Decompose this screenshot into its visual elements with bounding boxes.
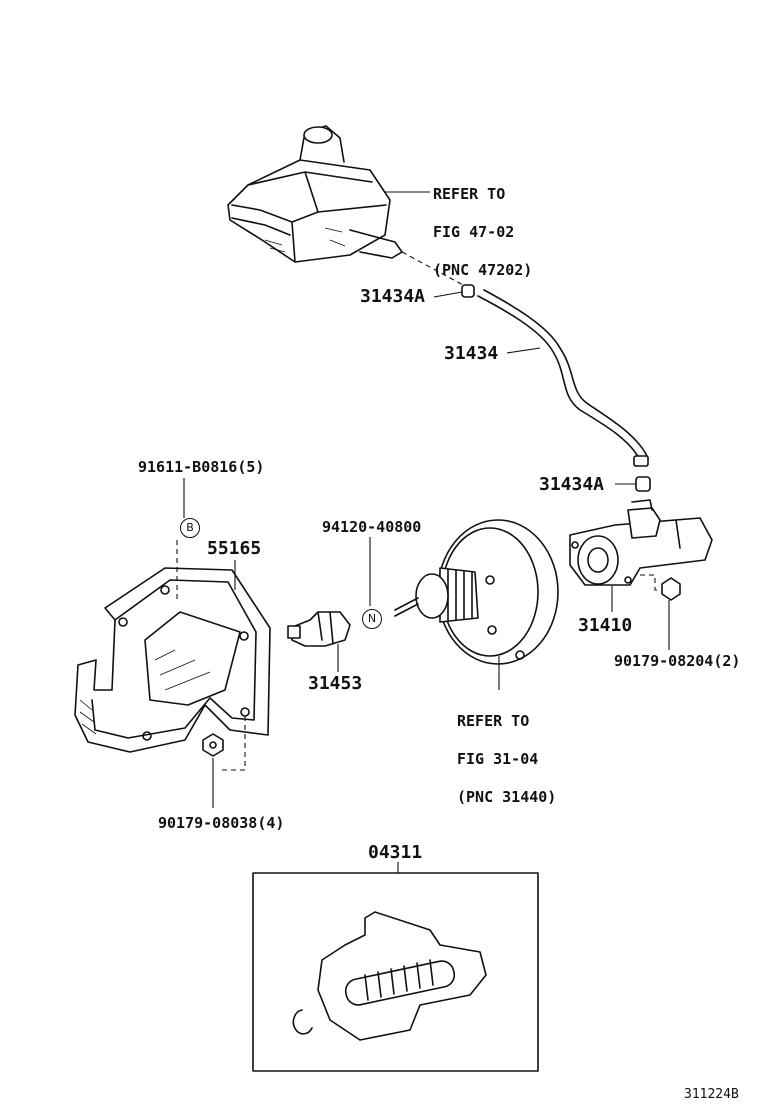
reservoir-tank[interactable] xyxy=(227,125,403,263)
hose-label[interactable]: 31434 xyxy=(444,343,499,364)
clamp-lower-part[interactable] xyxy=(635,476,651,492)
figure-code: 311224B xyxy=(684,1087,739,1102)
nut-left-label[interactable]: 90179-08038(4) xyxy=(158,814,285,832)
master-cylinder-part[interactable] xyxy=(569,499,713,586)
reservoir-ref-label: REFER TO FIG 47-02 (PNC 47202) xyxy=(433,166,532,280)
kit-label[interactable]: 04311 xyxy=(368,842,423,863)
connector-master-nut xyxy=(640,574,660,591)
connector-nut-left xyxy=(222,716,246,771)
bracket-label[interactable]: 55165 xyxy=(207,538,262,559)
connector-tank-clamp xyxy=(401,251,466,287)
master-cylinder-label[interactable]: 31410 xyxy=(578,615,633,636)
leader-hose xyxy=(506,347,541,354)
clamp-upper-part[interactable] xyxy=(461,284,475,298)
reservoir-ref-line3: (PNC 47202) xyxy=(433,261,533,279)
kit-contents[interactable] xyxy=(292,911,487,1041)
clevis-marker: N xyxy=(362,609,382,629)
nut-right-part[interactable] xyxy=(661,577,681,601)
hose-part[interactable] xyxy=(477,289,649,467)
booster-part[interactable] xyxy=(394,519,559,665)
nut-right-label[interactable]: 90179-08204(2) xyxy=(614,652,741,670)
clamp-upper-label[interactable]: 31434A xyxy=(360,286,426,307)
booster-ref-label: REFER TO FIG 31-04 (PNC 31440) xyxy=(457,693,556,807)
booster-ref-line3: (PNC 31440) xyxy=(457,788,557,806)
booster-ref-line1: REFER TO xyxy=(457,712,530,730)
bolt-label[interactable]: 91611-B0816(5) xyxy=(138,458,265,476)
booster-ref-line2: FIG 31-04 xyxy=(457,750,539,768)
reservoir-ref-line1: REFER TO xyxy=(433,185,506,203)
bolt-marker: B xyxy=(180,518,200,538)
clamp-lower-label[interactable]: 31434A xyxy=(539,474,605,495)
clevis-label[interactable]: 94120-40800 xyxy=(322,518,422,536)
switch-part[interactable] xyxy=(287,611,351,647)
kit-box xyxy=(252,872,539,1072)
reservoir-ref-line2: FIG 47-02 xyxy=(433,223,515,241)
bracket-part[interactable] xyxy=(74,567,271,753)
nut-left-part[interactable] xyxy=(202,733,224,757)
switch-label[interactable]: 31453 xyxy=(308,673,363,694)
leader-clamp-upper xyxy=(433,291,463,298)
